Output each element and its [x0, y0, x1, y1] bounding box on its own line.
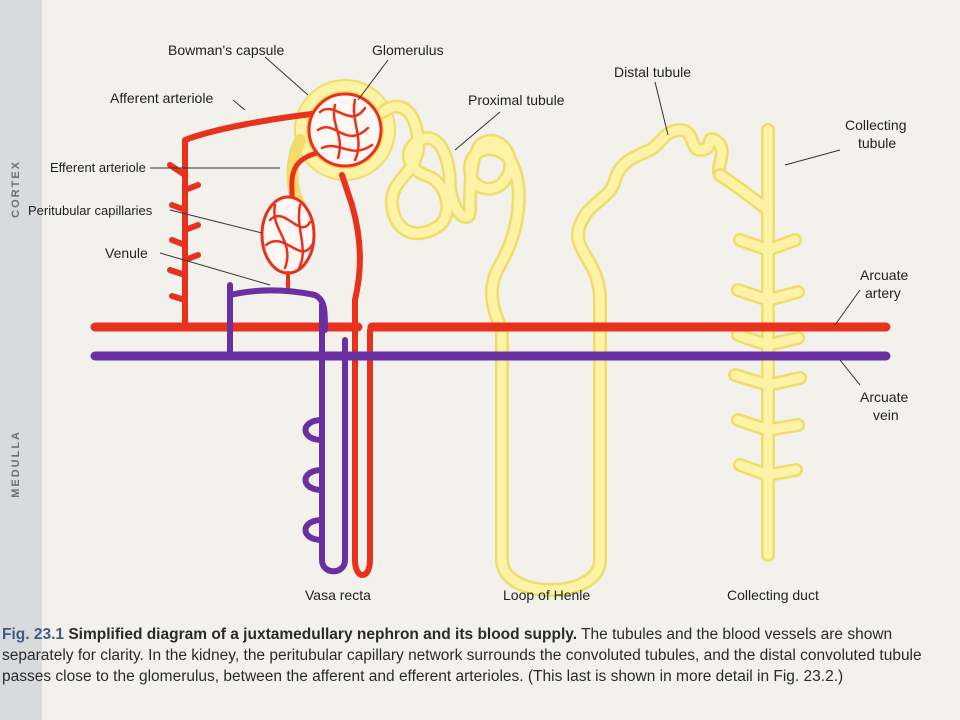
label-glomerulus: Glomerulus	[372, 42, 444, 58]
label-bowmans-capsule: Bowman's capsule	[168, 42, 285, 58]
label-collecting-tubule-2: tubule	[858, 135, 896, 151]
caption-line-1: The tubules and the blood vessels are sh…	[581, 626, 893, 643]
label-arcuate-vein-1: Arcuate	[860, 389, 908, 405]
label-collecting-tubule-1: Collecting	[845, 117, 906, 133]
side-margin-strip	[0, 0, 42, 720]
label-afferent-arteriole: Afferent arteriole	[110, 90, 213, 106]
vasa-recta-shape	[302, 302, 348, 575]
venule-shape	[227, 282, 328, 359]
label-loop-of-henle: Loop of Henle	[503, 587, 590, 603]
label-venule: Venule	[105, 245, 148, 261]
label-arcuate-artery-2: artery	[865, 285, 901, 301]
leader-lines	[150, 56, 861, 386]
label-arcuate-artery-1: Arcuate	[860, 267, 908, 283]
label-efferent-arteriole: Efferent arteriole	[50, 160, 146, 175]
label-vasa-recta: Vasa recta	[305, 587, 371, 603]
label-peritubular-capillaries: Peritubular capillaries	[28, 203, 153, 218]
caption-line-2: separately for clarity. In the kidney, t…	[2, 647, 922, 664]
figure-caption: Fig. 23.1 Simplified diagram of a juxtam…	[0, 624, 932, 687]
label-proximal-tubule: Proximal tubule	[468, 92, 565, 108]
caption-figure-number: Fig. 23.1	[2, 626, 65, 643]
afferent-arteriole-shape	[167, 109, 333, 328]
label-arcuate-vein-2: vein	[873, 407, 899, 423]
tubule-system	[286, 79, 807, 597]
caption-title: Simplified diagram of a juxtamedullary n…	[68, 626, 578, 643]
arterial-vessels	[90, 92, 891, 578]
venous-vessels	[90, 282, 891, 575]
caption-line-3: passes close to the glomerulus, between …	[2, 668, 844, 685]
labels: Bowman's capsule Glomerulus Afferent art…	[28, 42, 908, 603]
label-distal-tubule: Distal tubule	[614, 64, 691, 80]
label-collecting-duct: Collecting duct	[727, 587, 819, 603]
